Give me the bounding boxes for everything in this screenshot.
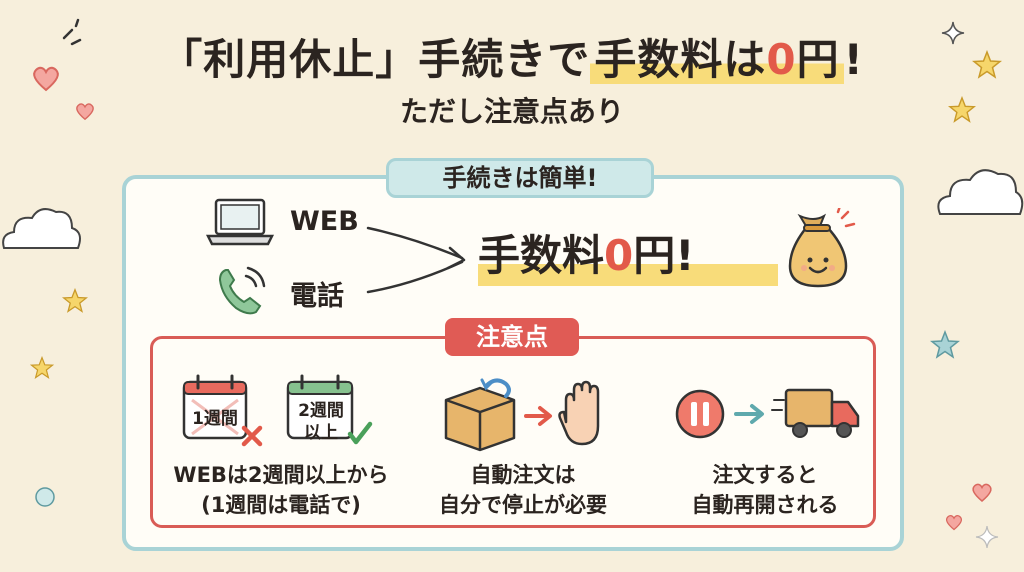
title-bracket-close: 」	[375, 35, 419, 84]
caution-note-auto-order-line1: 自動注文は	[470, 463, 576, 487]
caution-note-auto-order-line2: 自分で停止が必要	[439, 493, 607, 517]
calendar-2-label-line2: 以上	[304, 423, 338, 443]
right-arrow-icon	[734, 404, 764, 424]
heart-icon	[945, 515, 963, 531]
caution-note-resume: 注文すると 自動再開される	[660, 460, 870, 520]
star-icon	[62, 288, 88, 313]
cloud-icon	[937, 169, 1024, 215]
phone-icon	[218, 266, 266, 315]
converge-arrow-icon	[366, 226, 466, 294]
calendar-check-icon	[286, 374, 373, 445]
fee-free-label: 手数料0円!	[478, 228, 778, 286]
title-exclaim: !	[843, 35, 864, 84]
caution-note-web: WEBは2週間以上から (1週間は電話で)	[150, 460, 412, 520]
page-subtitle: ただし注意点あり	[399, 95, 624, 128]
title-bracket-open: 「	[160, 35, 204, 84]
sparkle-lines-icon	[62, 18, 82, 46]
heart-icon	[972, 483, 992, 502]
calendar-crossed-icon	[182, 374, 263, 447]
caution-tab: 注意点	[445, 318, 579, 356]
pause-icon	[675, 389, 725, 439]
laptop-icon	[205, 198, 275, 246]
sparkle-icon	[975, 525, 999, 549]
method-phone: 電話	[290, 281, 344, 312]
fee-zero: 0	[604, 231, 634, 280]
method-web: WEB	[290, 206, 359, 237]
circle-icon	[35, 487, 55, 507]
star-icon	[972, 50, 1002, 79]
caution-note-auto-order: 自動注文は 自分で停止が必要	[412, 460, 634, 520]
calendar-2-label-line1: 2週間	[298, 401, 344, 421]
star-icon	[30, 356, 54, 380]
heart-icon	[76, 103, 94, 121]
cardboard-box-icon	[444, 378, 516, 452]
title-part1: 利用休止	[203, 35, 376, 84]
fee-post: 円!	[633, 231, 695, 280]
heart-icon	[33, 66, 59, 92]
star-icon	[948, 96, 976, 123]
delivery-truck-icon	[771, 388, 860, 438]
title-part2: 手続きで	[418, 35, 591, 84]
caution-note-web-line1: WEBは2週間以上から	[173, 463, 389, 487]
sparkle-icon	[941, 21, 965, 45]
title-highlight-post: 円	[796, 35, 840, 84]
star-icon	[930, 330, 960, 359]
title-highlight: 手数料は0円	[590, 35, 844, 84]
cloud-icon	[2, 208, 81, 249]
title-zero: 0	[766, 35, 797, 84]
money-bag-icon	[788, 208, 856, 288]
caution-note-resume-line2: 自動再開される	[691, 493, 839, 517]
page-title: 「利用休止」手続きで手数料は0円!	[0, 26, 1024, 87]
caution-note-resume-line1: 注文すると	[712, 463, 818, 487]
calendar-1-label: 1週間	[192, 409, 238, 429]
stop-hand-icon	[558, 380, 600, 446]
easy-procedure-tab: 手続きは簡単!	[386, 158, 654, 198]
caution-note-web-line2: (1週間は電話で)	[201, 493, 361, 517]
right-arrow-icon	[524, 406, 552, 426]
title-highlight-pre: 手数料は	[594, 35, 767, 84]
fee-pre: 手数料	[478, 231, 605, 280]
